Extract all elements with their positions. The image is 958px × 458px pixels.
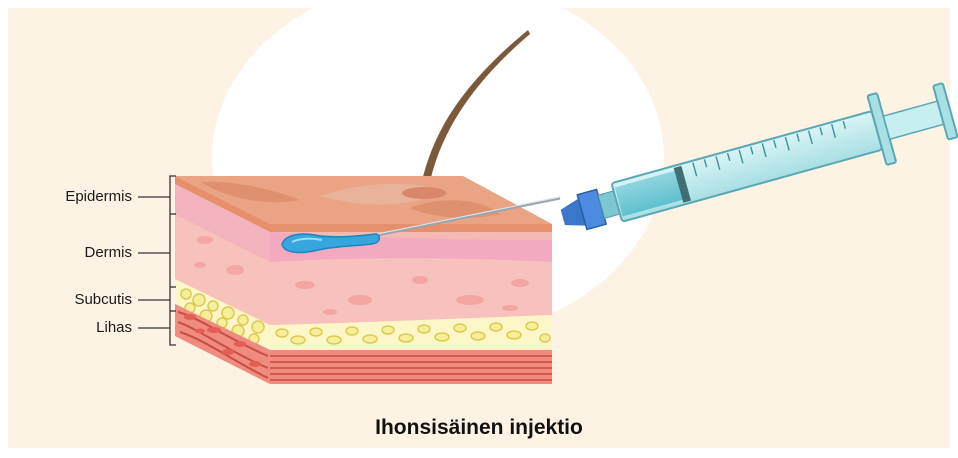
label-epidermis: Epidermis bbox=[12, 188, 132, 205]
figure-caption: Ihonsisäinen injektio bbox=[0, 416, 958, 440]
label-subcutis: Subcutis bbox=[12, 291, 132, 308]
hair-strand bbox=[420, 30, 530, 192]
label-dermis: Dermis bbox=[12, 244, 132, 261]
layer-leader-lines bbox=[138, 176, 176, 345]
label-muscle: Lihas bbox=[12, 319, 132, 336]
